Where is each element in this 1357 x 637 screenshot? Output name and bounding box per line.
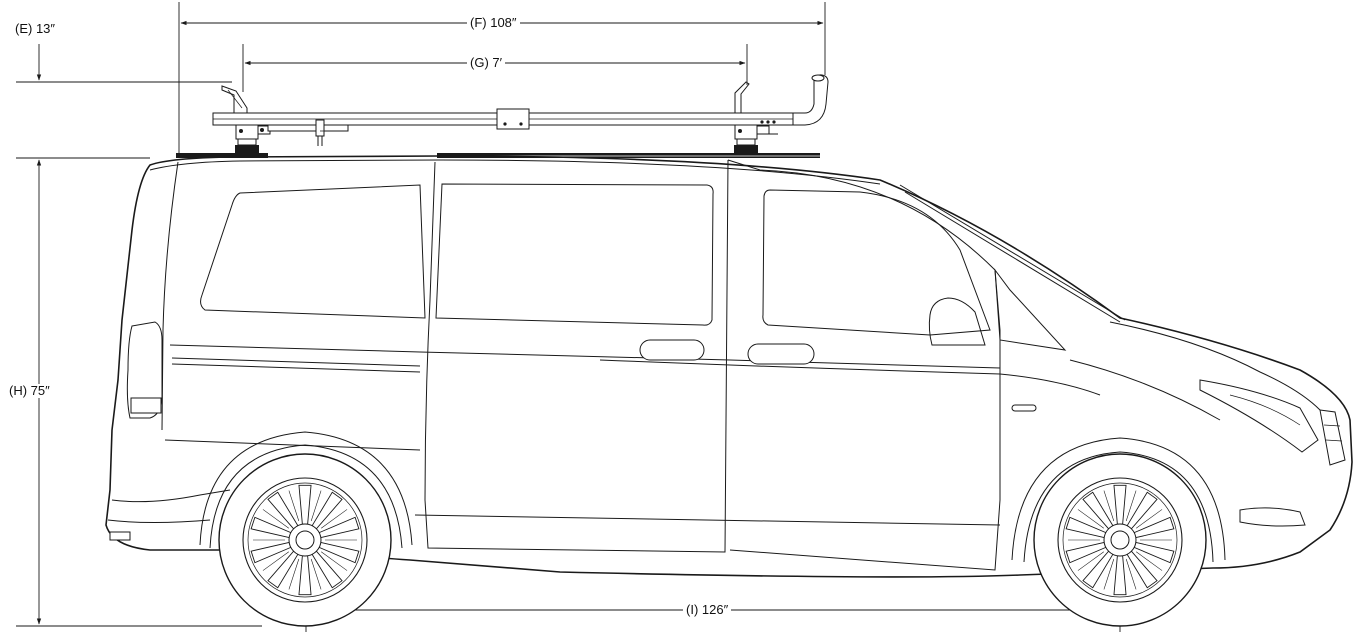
front-roof-rail: [437, 153, 820, 158]
rear-rack-tower: [235, 119, 349, 154]
front-load-stop: [793, 74, 829, 126]
dim-e-label: (E) 13″: [12, 22, 59, 36]
dim-f-label: (F) 108″: [467, 16, 520, 30]
fog-light: [1239, 507, 1306, 527]
front-door-window: [762, 189, 991, 336]
rear-wheel: [218, 453, 392, 627]
dim-i-label: (I) 126″: [683, 603, 732, 617]
front-rack-tower: [734, 120, 778, 154]
dim-h-label: (H) 75″: [6, 384, 53, 398]
dim-g-label: (G) 7′: [467, 56, 506, 70]
front-wheel: [1033, 453, 1207, 627]
sliding-door-window: [435, 183, 714, 326]
center-cap: [295, 530, 315, 550]
beam-coupler: [496, 108, 530, 130]
front-ladder-hook: [734, 81, 750, 113]
side-mirror: [928, 297, 986, 346]
tail-light: [126, 321, 163, 419]
headlight: [1199, 379, 1319, 453]
front-door-handle: [747, 343, 815, 365]
rear-quarter-window: [200, 184, 426, 319]
front-grille: [1319, 409, 1346, 466]
rear-wheel-arch: [199, 431, 413, 546]
dimension-lines: [16, 2, 1121, 632]
front-door: [727, 159, 1001, 571]
center-cap: [1110, 530, 1130, 550]
rear-roof-rail: [176, 153, 268, 158]
van-body: [105, 155, 1353, 578]
sliding-door-handle: [639, 339, 705, 361]
roof-rack: [176, 74, 829, 158]
rear-ladder-hook: [221, 85, 248, 113]
sliding-door: [424, 159, 729, 553]
front-wheel-arch: [1011, 437, 1226, 561]
